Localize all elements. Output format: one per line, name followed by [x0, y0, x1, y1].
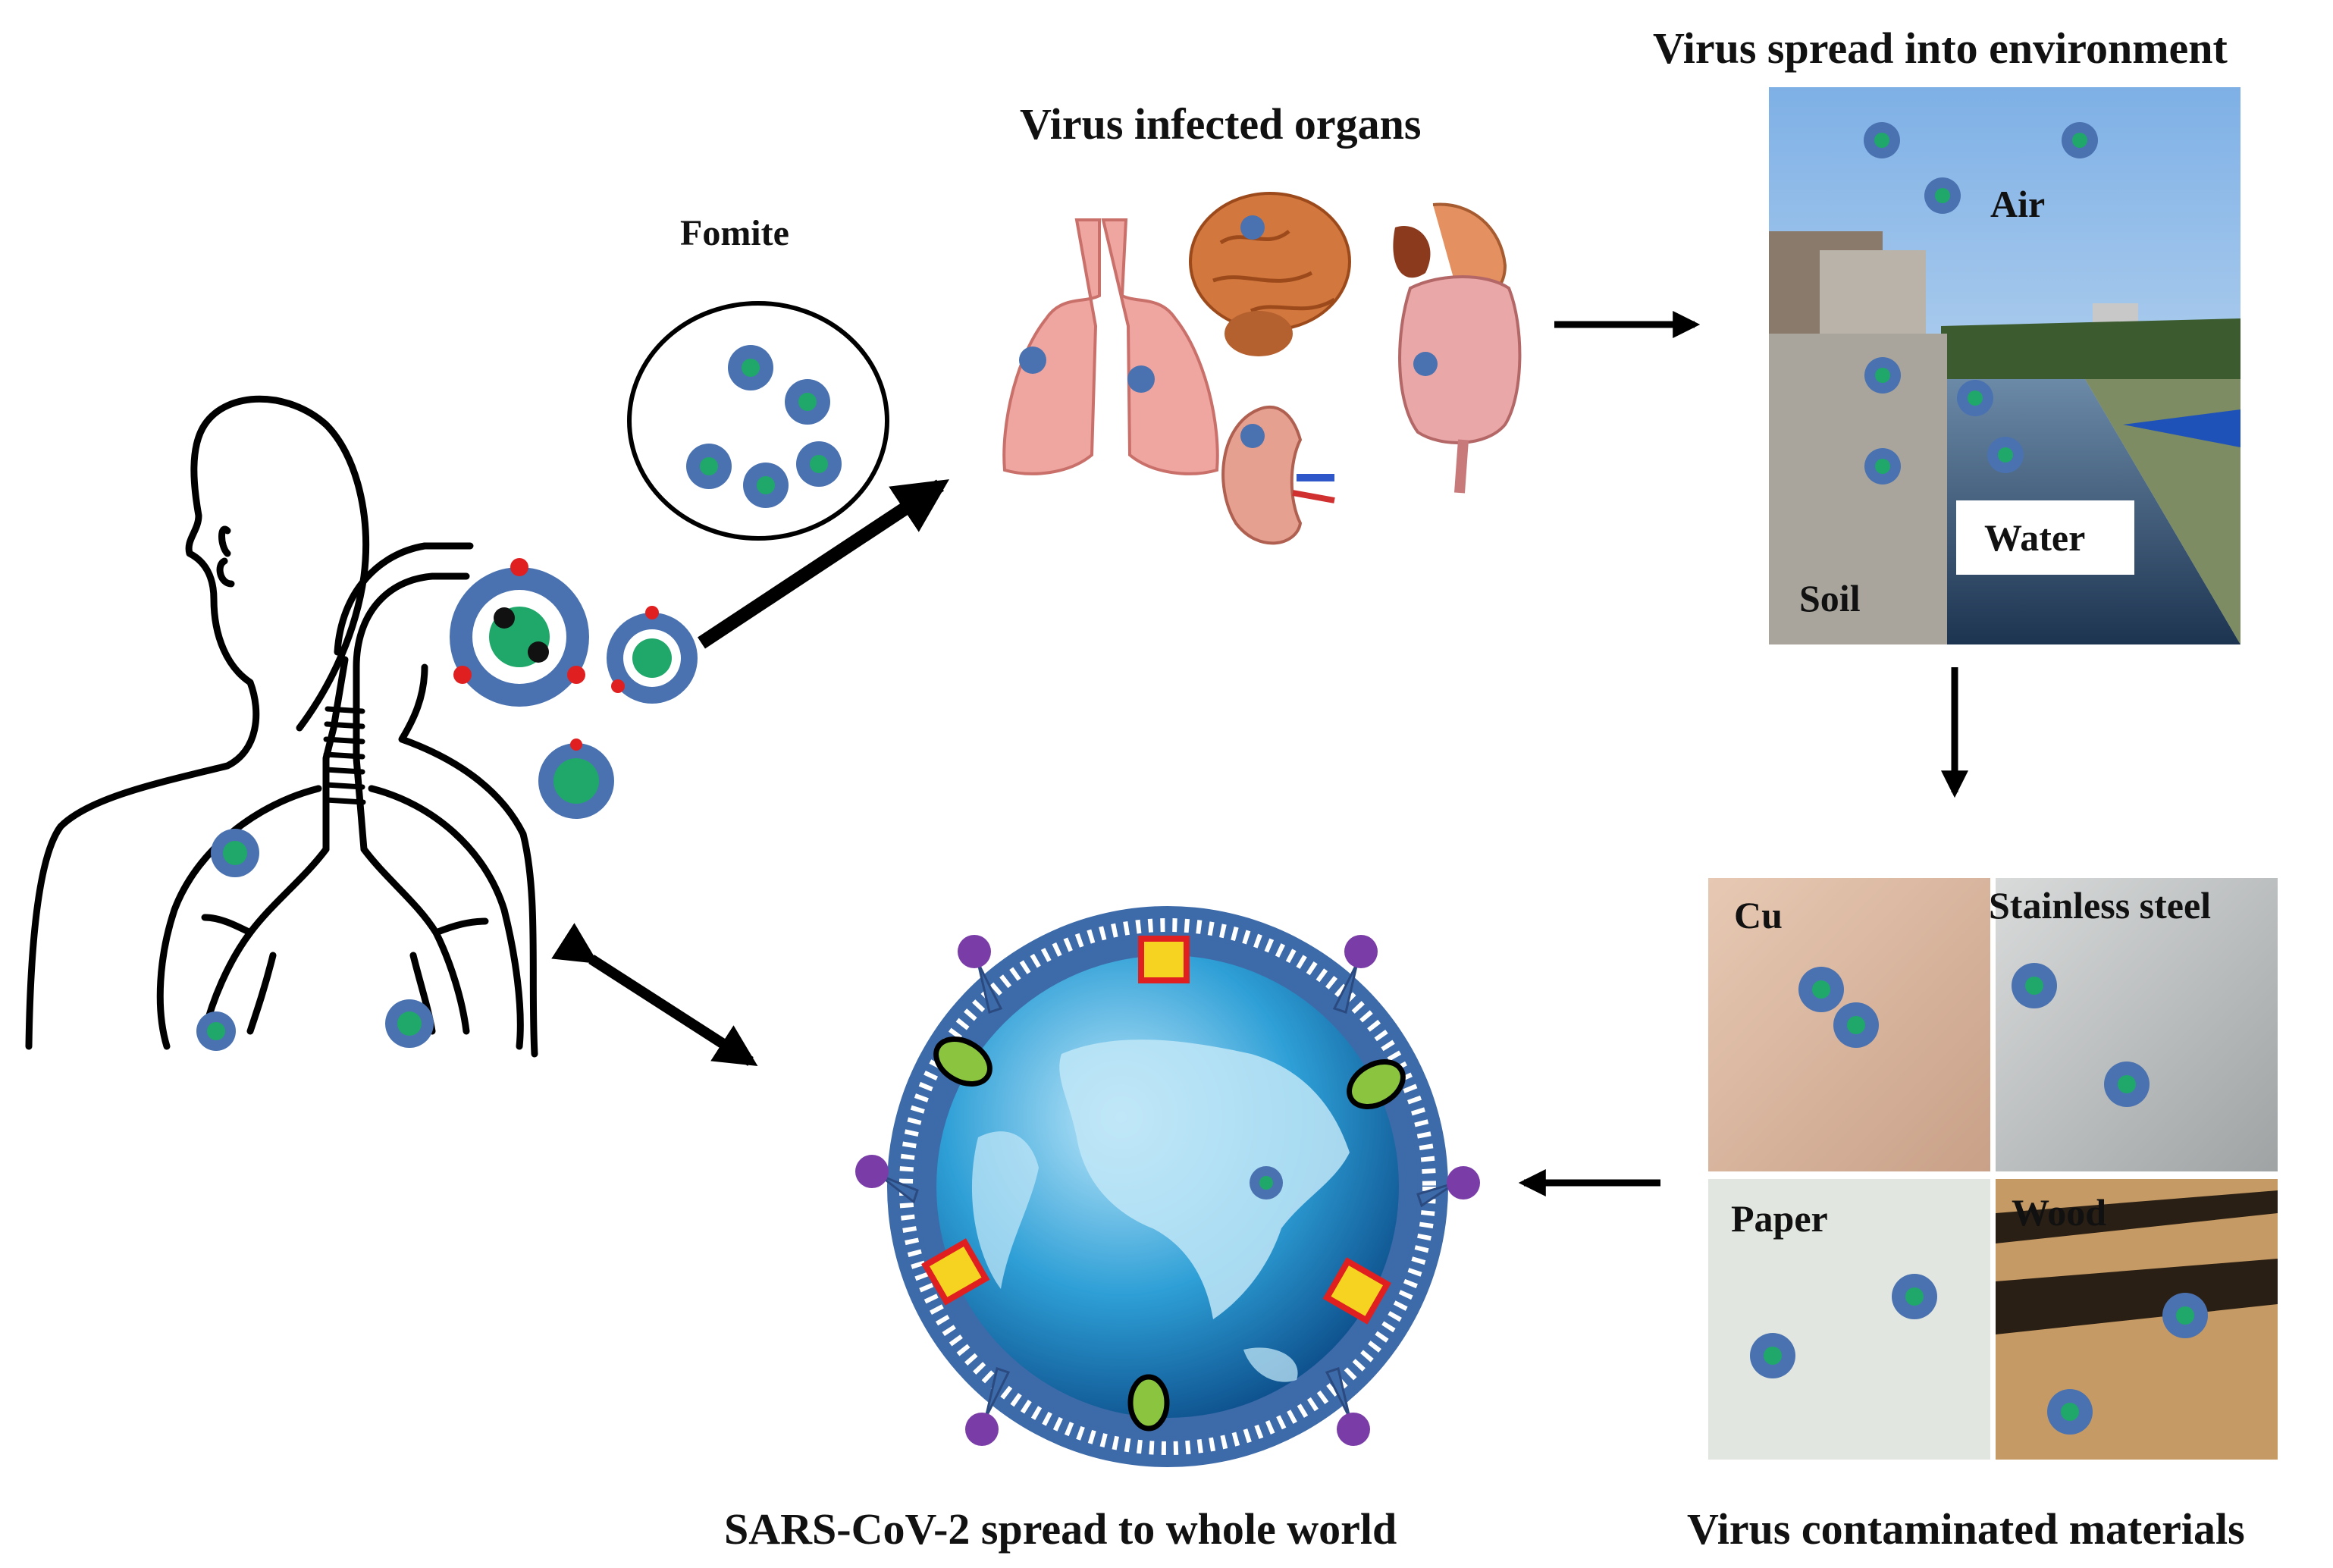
- virus-lung-right: [385, 999, 434, 1048]
- materials-title: Virus contaminated materials: [1687, 1504, 2245, 1554]
- brain-organ: [1189, 192, 1351, 356]
- stainless-steel-label: Stainless steel: [1989, 884, 2212, 927]
- environment-title: Virus spread into environment: [1653, 24, 2228, 73]
- arrows: [551, 311, 1968, 1196]
- wood-label: Wood: [2012, 1191, 2107, 1234]
- virus-medium: [607, 606, 698, 704]
- fomite-circle: [627, 301, 889, 541]
- virus-lung-bottom: [196, 1011, 236, 1051]
- virus-large: [450, 558, 589, 707]
- digestive-organ: [1393, 202, 1522, 494]
- water-label: Water: [1984, 516, 2086, 559]
- human-figure: [25, 395, 538, 1058]
- materials-panels: [1708, 878, 2278, 1460]
- environment-photo: [1769, 87, 2240, 644]
- arrow-to-organs: [698, 479, 950, 649]
- kidney-organ: [1221, 405, 1335, 545]
- arrow-globe-human: [551, 923, 758, 1067]
- virus-lung-left: [211, 829, 259, 877]
- lungs-organ: [1002, 218, 1219, 475]
- paper-panel: [1708, 1179, 1990, 1460]
- organs-title: Virus infected organs: [1020, 99, 1422, 149]
- soil-label: Soil: [1799, 577, 1861, 619]
- air-label: Air: [1990, 183, 2046, 225]
- cu-label: Cu: [1734, 894, 1783, 936]
- virus-globe: [855, 906, 1480, 1467]
- fomite-label: Fomite: [680, 213, 789, 253]
- paper-label: Paper: [1731, 1197, 1828, 1240]
- world-title: SARS-CoV-2 spread to whole world: [724, 1504, 1397, 1554]
- virus-small: [538, 739, 614, 819]
- steel-panel: [1996, 878, 2278, 1171]
